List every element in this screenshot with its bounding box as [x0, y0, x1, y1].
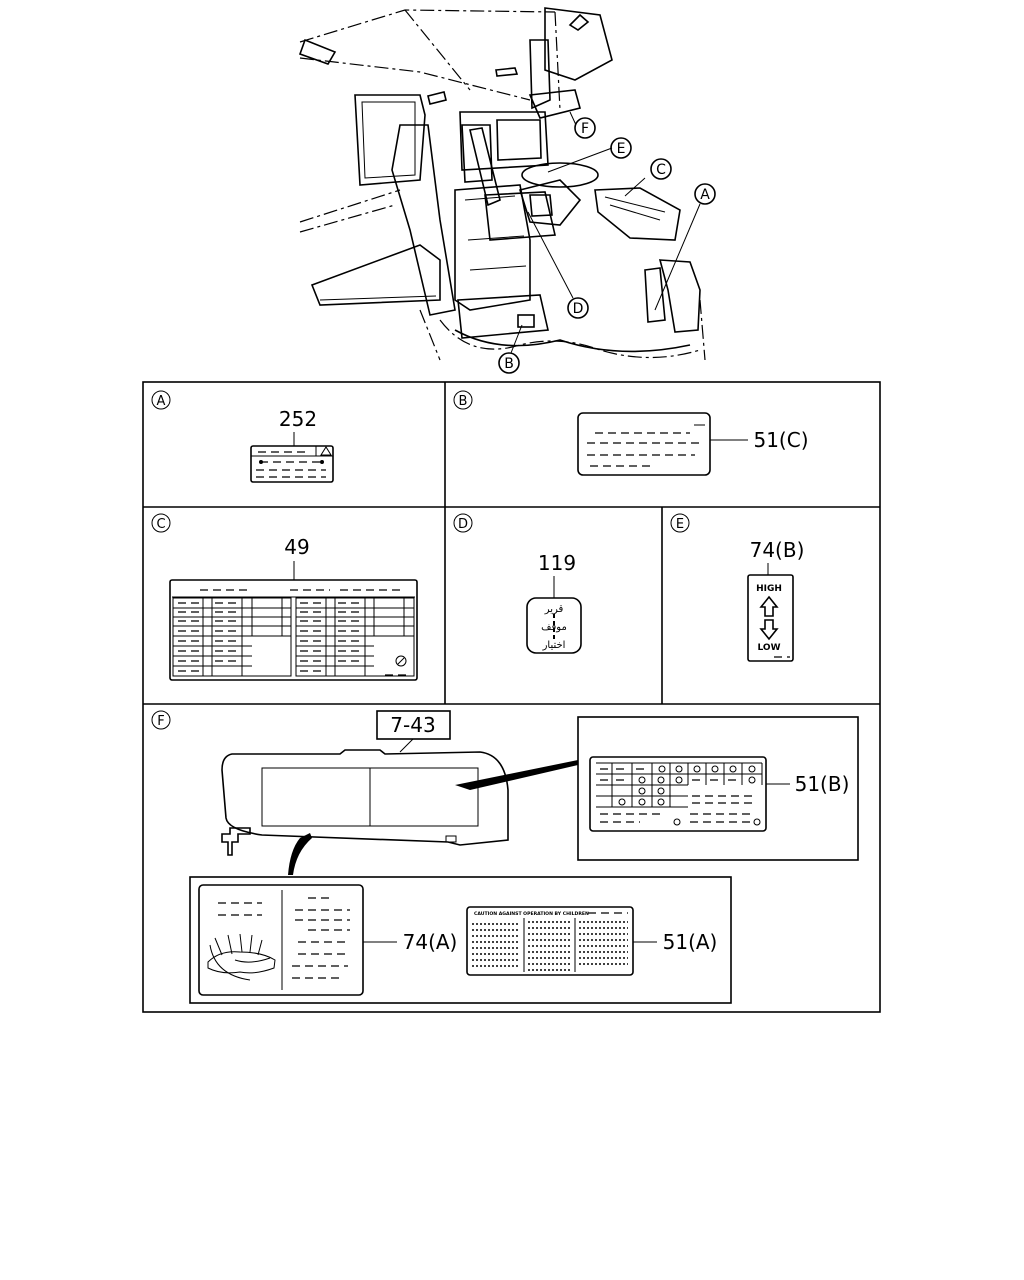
panel-E: E 74(B) HIGH LOW: [670, 513, 805, 662]
cab-interior-illustration: [298, 7, 706, 361]
callout-D: D: [567, 297, 589, 319]
svg-text:اختيار: اختيار: [542, 640, 566, 651]
svg-text:A: A: [157, 394, 166, 409]
arrow-up-icon: [759, 595, 779, 617]
svg-text:قرير: قرير: [544, 604, 564, 615]
part-number-74B: 74(B): [750, 538, 805, 562]
dome-light-icon: [298, 38, 337, 65]
callout-F: F: [574, 117, 596, 139]
label-51B: [589, 756, 767, 832]
panel-C: C 49: [151, 513, 418, 681]
svg-text:B: B: [459, 394, 468, 409]
label-51A: [466, 906, 634, 976]
part-number-51B: 51(B): [795, 772, 850, 796]
sun-visor: [221, 749, 578, 875]
part-number-119: 119: [538, 551, 576, 575]
caution-label-252: [250, 445, 334, 483]
callout-E: E: [610, 137, 632, 159]
range-label-74B: HIGH LOW: [747, 574, 794, 662]
svg-text:HIGH: HIGH: [756, 584, 782, 594]
panel-B: B 51(C): [453, 390, 809, 476]
part-number-51C: 51(C): [753, 428, 808, 452]
svg-text:E: E: [676, 517, 684, 532]
part-number-49: 49: [284, 535, 309, 559]
svg-text:B: B: [504, 356, 514, 372]
svg-text:LOW: LOW: [758, 643, 781, 653]
svg-text:D: D: [573, 301, 584, 317]
panel-F: F 7-43: [151, 710, 859, 1004]
svg-text:E: E: [617, 141, 626, 157]
panel-A: A 252: [151, 390, 334, 483]
part-number-252: 252: [279, 407, 317, 431]
part-number-51A: 51(A): [663, 930, 718, 954]
svg-text:F: F: [157, 714, 164, 729]
visor-reference-box: [376, 710, 451, 740]
fuse-label-49: [169, 579, 418, 681]
svg-text:C: C: [656, 162, 666, 178]
svg-text:F: F: [581, 121, 589, 137]
label-74A: [198, 884, 364, 996]
svg-text:CAUTION AGAINST OPERATION BY C: CAUTION AGAINST OPERATION BY CHILDREN: [474, 911, 589, 917]
arrow-down-icon: [759, 619, 779, 641]
inset-74A-51A: 74(A) CAUTION AGAINST OPERATION BY CHILD…: [189, 876, 732, 1004]
inset-51B: 51(B): [577, 716, 859, 861]
callout-B: B: [498, 352, 520, 374]
svg-text:C: C: [156, 517, 165, 532]
panel-grid: [142, 381, 881, 1013]
part-number-7-43: 7-43: [390, 713, 435, 737]
callout-leaders: [510, 111, 701, 354]
shift-label-119: قرير موقف اختيار: [526, 597, 582, 654]
callout-A: A: [694, 183, 716, 205]
svg-text:موقف: موقف: [541, 622, 567, 633]
hands-pictogram-icon: [207, 933, 276, 981]
warning-triangle-icon: [320, 446, 332, 456]
callout-C: C: [650, 158, 672, 180]
svg-text:D: D: [458, 517, 468, 532]
part-number-74A: 74(A): [403, 930, 458, 954]
label-51C: [577, 412, 711, 476]
panel-D: D 119 قرير موقف اختيار: [453, 513, 582, 654]
svg-text:A: A: [700, 187, 710, 203]
